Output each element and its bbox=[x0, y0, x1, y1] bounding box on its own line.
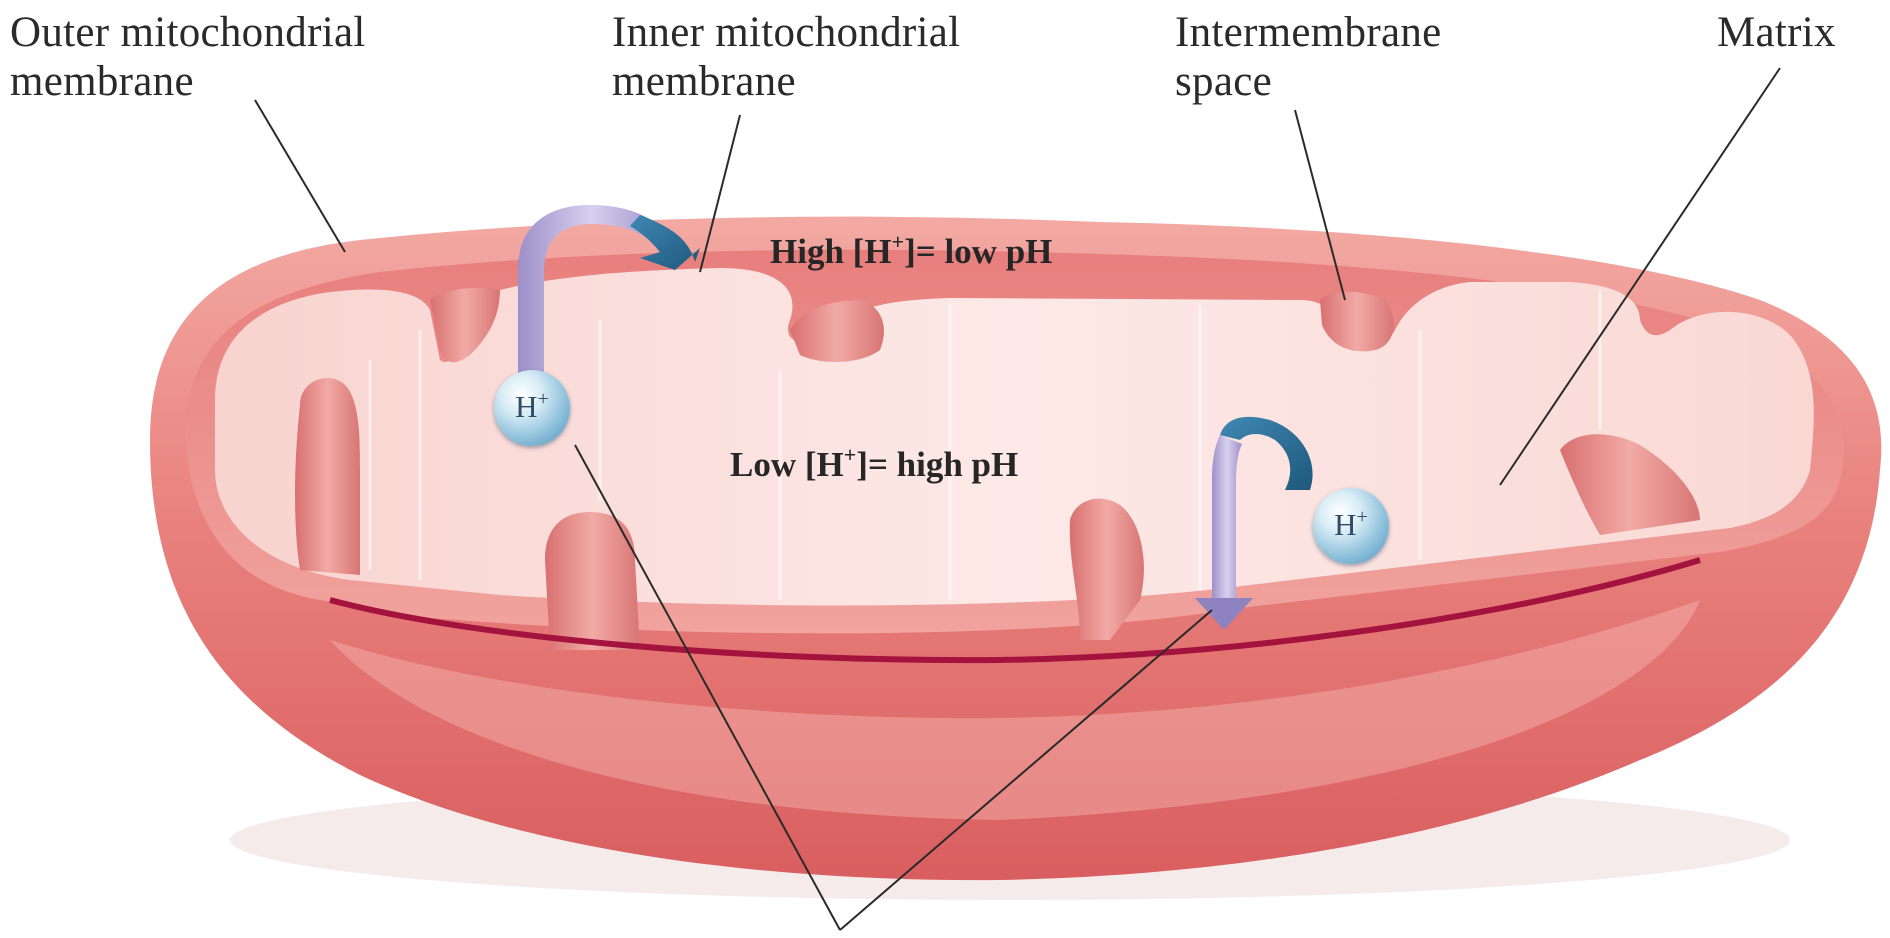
matrix-ph-suffix: ]= high pH bbox=[856, 445, 1018, 484]
label-outer-membrane-line-2: membrane bbox=[10, 57, 366, 106]
label-inner-membrane-line-1: Inner mitochondrial bbox=[612, 8, 960, 57]
intermembrane-ph-suffix: ]= low pH bbox=[904, 232, 1052, 271]
label-inner-membrane: Inner mitochondrial membrane bbox=[612, 8, 960, 106]
crista-left bbox=[295, 378, 360, 575]
label-outer-membrane-line-1: Outer mitochondrial bbox=[10, 8, 366, 57]
crista-center-bottom bbox=[545, 512, 640, 650]
proton-ion-2: H+ bbox=[1313, 488, 1389, 564]
matrix-ph-charge: + bbox=[844, 442, 857, 467]
leader-outer-membrane bbox=[255, 100, 345, 252]
proton-ion-2-charge: + bbox=[1357, 506, 1368, 528]
intermembrane-ph-label: High [H+]= low pH bbox=[770, 232, 1052, 272]
label-intermembrane-line-2: space bbox=[1175, 57, 1442, 106]
label-matrix: Matrix bbox=[1717, 8, 1836, 57]
matrix-ph-label: Low [H+]= high pH bbox=[730, 445, 1018, 485]
label-intermembrane-space: Intermembrane space bbox=[1175, 8, 1442, 106]
proton-ion-1-charge: + bbox=[538, 388, 549, 410]
label-matrix-text: Matrix bbox=[1717, 8, 1836, 57]
intermembrane-ph-prefix: High [H bbox=[770, 232, 892, 271]
proton-ion-1-symbol: H bbox=[515, 389, 537, 424]
intermembrane-ph-charge: + bbox=[892, 229, 905, 254]
proton-ion-1: H+ bbox=[494, 370, 570, 446]
proton-ion-2-symbol: H bbox=[1334, 507, 1356, 542]
matrix-ph-prefix: Low [H bbox=[730, 445, 844, 484]
label-intermembrane-line-1: Intermembrane bbox=[1175, 8, 1442, 57]
label-outer-membrane: Outer mitochondrial membrane bbox=[10, 8, 366, 106]
label-inner-membrane-line-2: membrane bbox=[612, 57, 960, 106]
